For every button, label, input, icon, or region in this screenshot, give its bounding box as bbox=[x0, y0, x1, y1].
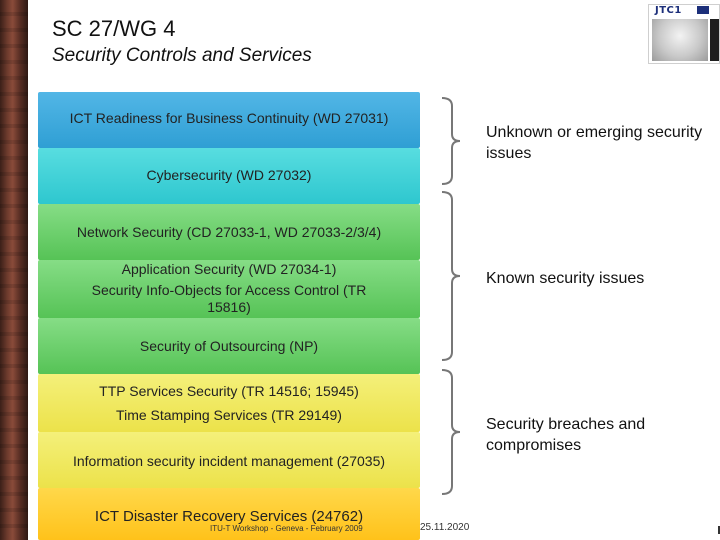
bracket-breaches bbox=[440, 368, 460, 496]
corner-mark bbox=[718, 526, 720, 534]
bar-incident-management: Information security incident management… bbox=[38, 432, 420, 488]
bar-outsourcing: Security of Outsourcing (NP) bbox=[38, 318, 420, 374]
group-emerging-label: Unknown or emerging security issues bbox=[486, 124, 703, 162]
bar-incident-management-label: Information security incident management… bbox=[72, 453, 386, 469]
page-title: SC 27/WG 4 bbox=[52, 16, 176, 41]
logo-badge bbox=[697, 6, 709, 14]
bar-ict-readiness: ICT Readiness for Business Continuity (W… bbox=[38, 92, 420, 148]
bar-ict-readiness-label: ICT Readiness for Business Continuity (W… bbox=[69, 110, 389, 126]
footer-text: ITU-T Workshop - Geneva - February 2009 bbox=[210, 524, 363, 533]
bar-network-security: Network Security (CD 27033-1, WD 27033-2… bbox=[38, 204, 420, 260]
bracket-known bbox=[440, 190, 460, 362]
left-stripe-texture bbox=[0, 0, 28, 540]
bar-application-security: Application Security (WD 27034-1) Securi… bbox=[38, 260, 420, 318]
bar-time-stamping-label: Time Stamping Services (TR 29149) bbox=[116, 407, 342, 423]
bar-cybersecurity: Cybersecurity (WD 27032) bbox=[38, 148, 420, 204]
bar-cybersecurity-label: Cybersecurity (WD 27032) bbox=[146, 167, 312, 183]
logo-photo bbox=[652, 19, 708, 61]
logo-side-strip bbox=[710, 19, 719, 61]
bar-disaster-recovery: ICT Disaster Recovery Services (24762) bbox=[38, 488, 420, 540]
bar-network-security-label: Network Security (CD 27033-1, WD 27033-2… bbox=[76, 224, 382, 240]
left-decorative-stripe bbox=[0, 0, 28, 540]
bar-disaster-recovery-label: ICT Disaster Recovery Services (24762) bbox=[94, 508, 364, 525]
bar-outsourcing-label: Security of Outsourcing (NP) bbox=[139, 338, 319, 354]
footer-date: 25.11.2020 bbox=[420, 522, 470, 533]
group-breaches-label: Security breaches and compromises bbox=[486, 416, 646, 454]
bar-ttp-services-label: TTP Services Security (TR 14516; 15945) bbox=[99, 383, 359, 399]
bar-info-objects-label: Security Info-Objects for Access Control… bbox=[91, 282, 367, 315]
jtc1-logo: JTC1 bbox=[648, 4, 720, 64]
bracket-emerging bbox=[440, 96, 460, 186]
page-subtitle: Security Controls and Services bbox=[52, 45, 312, 66]
logo-label: JTC1 bbox=[655, 5, 682, 16]
group-known-label: Known security issues bbox=[486, 270, 645, 287]
bar-application-security-label: Application Security (WD 27034-1) bbox=[121, 261, 337, 277]
bar-ttp-services: TTP Services Security (TR 14516; 15945) … bbox=[38, 374, 420, 432]
